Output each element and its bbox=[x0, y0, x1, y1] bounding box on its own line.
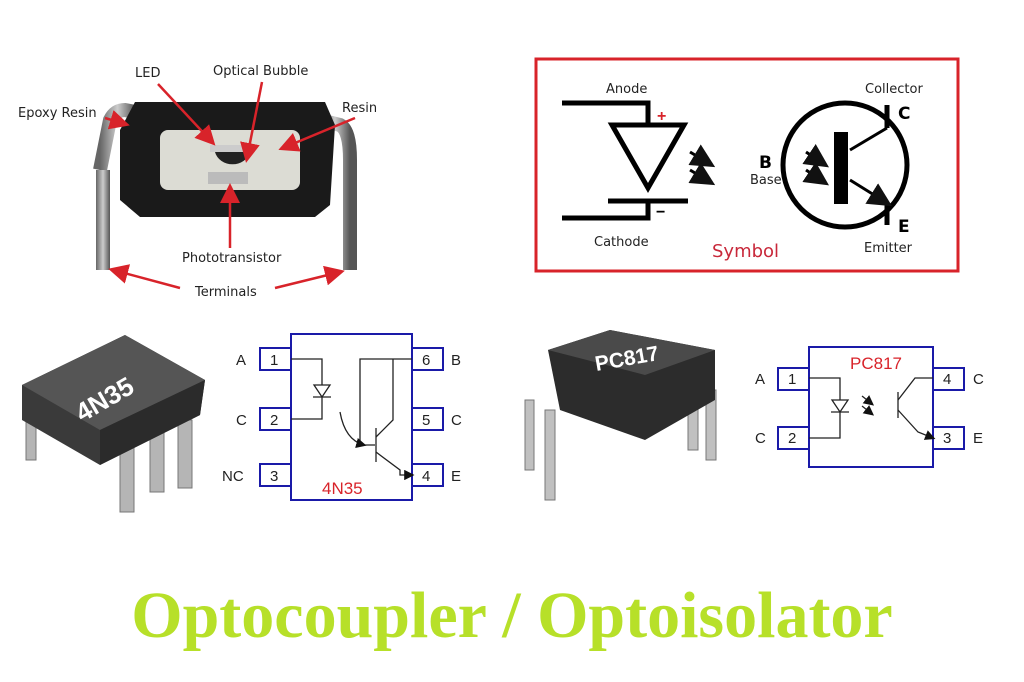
pin-number: 2 bbox=[270, 412, 278, 429]
pin-name: B bbox=[451, 352, 461, 369]
schematic-part-label: 4N35 bbox=[322, 479, 363, 498]
optocoupler-symbol-box: Anode + − Cathode B Base Collector C E E… bbox=[534, 57, 960, 273]
pin-number: 1 bbox=[270, 352, 278, 369]
page-title: Optocoupler / Optoisolator bbox=[131, 579, 893, 652]
pin-name: C bbox=[451, 412, 462, 429]
pin-number: 4 bbox=[943, 371, 951, 388]
pin-number: 3 bbox=[943, 430, 951, 447]
pin-name: E bbox=[973, 430, 983, 447]
label-plus: + bbox=[657, 108, 666, 125]
schematic-pc817-wiring bbox=[809, 377, 936, 440]
symbol-caption: Symbol bbox=[712, 241, 779, 262]
pin-number: 6 bbox=[422, 352, 430, 369]
chip-pc817-image: PC817 bbox=[524, 330, 717, 501]
label-collector: Collector bbox=[865, 82, 923, 97]
pin-number: 4 bbox=[422, 468, 430, 485]
pin-name: NC bbox=[222, 468, 244, 485]
label-emitter: Emitter bbox=[864, 241, 913, 256]
pin-name: A bbox=[755, 371, 765, 388]
pin-name: E bbox=[451, 468, 461, 485]
label-optical-bubble: Optical Bubble bbox=[213, 64, 308, 79]
label-phototransistor: Phototransistor bbox=[182, 251, 282, 266]
schematic-4n35 bbox=[259, 333, 444, 501]
pin-name: C bbox=[973, 371, 984, 388]
pointer-arrows bbox=[104, 81, 356, 290]
chip-4n35-image: 4N35 bbox=[22, 335, 205, 513]
pin-number: 1 bbox=[788, 371, 796, 388]
label-minus: − bbox=[656, 204, 665, 221]
pin-number: 3 bbox=[270, 468, 278, 485]
label-e: E bbox=[898, 217, 910, 237]
label-c: C bbox=[898, 104, 910, 124]
schematic-pc817-pins: 1 2 4 3 A C C E PC817 bbox=[755, 354, 984, 447]
label-led: LED bbox=[135, 66, 160, 81]
pin-name: C bbox=[755, 430, 766, 447]
schematic-4n35-wiring bbox=[291, 358, 415, 481]
pin-name: A bbox=[236, 352, 246, 369]
pin-name: C bbox=[236, 412, 247, 429]
label-anode: Anode bbox=[606, 82, 647, 97]
pin-number: 2 bbox=[788, 430, 796, 447]
pin-number: 5 bbox=[422, 412, 430, 429]
label-epoxy-resin: Epoxy Resin bbox=[18, 106, 97, 121]
schematic-4n35-pins: 1 2 3 6 5 4 A C NC B C E 4N35 bbox=[222, 352, 462, 498]
label-terminals: Terminals bbox=[194, 285, 257, 300]
label-b: B bbox=[759, 153, 772, 173]
schematic-part-label: PC817 bbox=[850, 354, 902, 373]
label-base: Base bbox=[750, 173, 782, 188]
label-cathode: Cathode bbox=[594, 235, 649, 250]
optocoupler-cutaway-photo: LED Optical Bubble Epoxy Resin Resin Pho… bbox=[18, 64, 377, 300]
label-resin: Resin bbox=[342, 101, 377, 116]
